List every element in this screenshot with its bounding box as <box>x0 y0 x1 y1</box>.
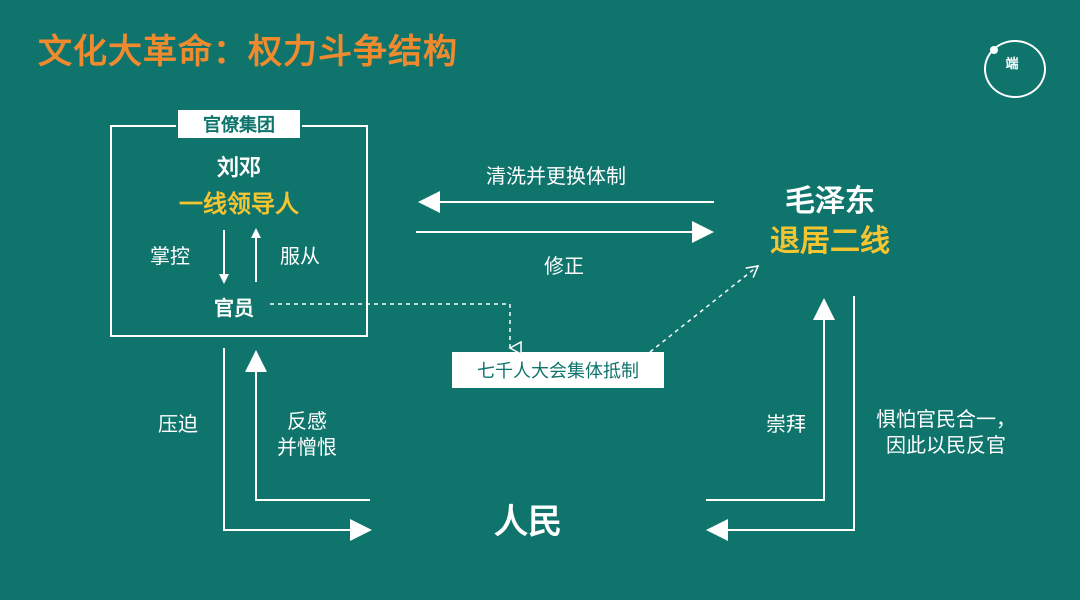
logo-dot-icon <box>990 46 998 54</box>
leaders-label: 刘邓 <box>216 156 261 181</box>
resent-label: 反感 并憎恨 <box>277 409 337 459</box>
bureaucracy-tag: 官僚集团 <box>176 108 302 140</box>
brand-logo <box>984 40 1046 98</box>
officials-dashed-connector <box>270 303 510 348</box>
officials-label: 官员 <box>214 296 254 320</box>
oppress-arrow <box>223 348 372 541</box>
people-label: 人民 <box>494 502 562 542</box>
logo-text: 端 <box>1005 57 1019 72</box>
page-title: 文化大革命：权力斗争结构 <box>38 32 458 72</box>
purge-label: 清洗并更换体制 <box>486 164 626 188</box>
obey-label: 服从 <box>280 244 320 268</box>
worship-arrow <box>706 298 835 501</box>
fear-arrow <box>706 296 855 541</box>
worship-label: 崇拜 <box>766 412 806 436</box>
resent-arrow <box>245 350 370 501</box>
leaders-role-label: 一线领导人 <box>179 190 299 218</box>
control-label: 掌控 <box>150 244 190 268</box>
conference-note: 七千人大会集体抵制 <box>452 352 664 388</box>
oppress-label: 压迫 <box>158 412 198 436</box>
mao-name: 毛泽东 <box>785 184 875 219</box>
fear-label: 惧怕官民合一， 因此以民反官 <box>876 407 1016 457</box>
conference-dashed-connector <box>649 265 760 353</box>
mao-role: 退居二线 <box>770 224 890 259</box>
revise-label: 修正 <box>544 254 584 278</box>
